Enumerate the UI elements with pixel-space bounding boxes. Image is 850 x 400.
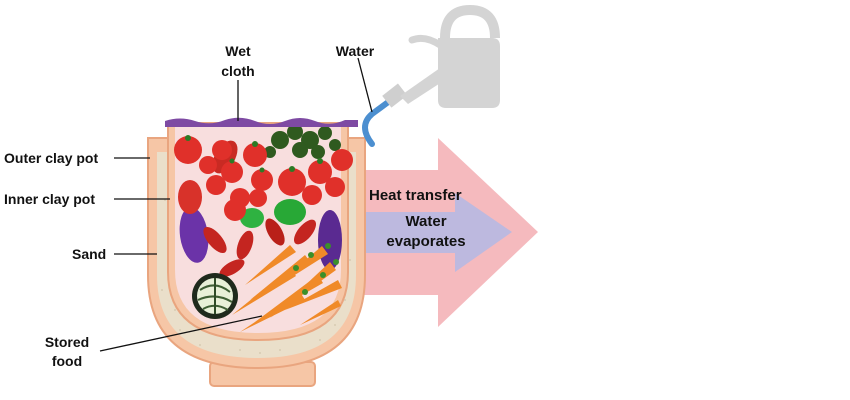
pepper-icon: [274, 199, 306, 225]
pepper-icon: [293, 219, 317, 245]
pepper-icon: [240, 208, 264, 228]
water-pipe: [362, 94, 398, 147]
wet-cloth: [165, 117, 358, 127]
water-label: Water: [336, 43, 375, 59]
water-evaporates-arrow: [360, 193, 512, 272]
pepper-icon: [178, 180, 202, 214]
carrot-icon: [232, 245, 342, 332]
inner-clay-pot-label: Inner clay pot: [4, 191, 95, 207]
pepper-icon: [236, 230, 254, 260]
water-evaporates-label-line2: evaporates: [386, 233, 465, 250]
stored-food-label-line1: Stored: [45, 334, 89, 350]
wet-cloth-label-line2: cloth: [221, 63, 254, 79]
stored-food-leader: [99, 315, 263, 352]
pepper-icon: [203, 226, 227, 254]
eggplant-icon: [179, 207, 209, 263]
pepper-icon: [219, 259, 245, 277]
water-evaporates-label-line1: Water: [405, 213, 446, 230]
heat-transfer-label: Heat transfer: [369, 187, 462, 204]
cabbage-icon: [192, 273, 238, 319]
stored-food: [174, 124, 353, 332]
wet-cloth-label-line1: Wet: [225, 43, 251, 59]
sand-label: Sand: [72, 246, 106, 262]
tomato-icon: [174, 136, 353, 221]
outer-clay-pot-label: Outer clay pot: [4, 150, 98, 166]
watering-can-icon: [382, 4, 500, 108]
pepper-icon: [265, 218, 285, 246]
herb-icon: [264, 124, 341, 159]
water-leader: [357, 57, 373, 113]
stored-food-label-line2: food: [52, 353, 82, 369]
